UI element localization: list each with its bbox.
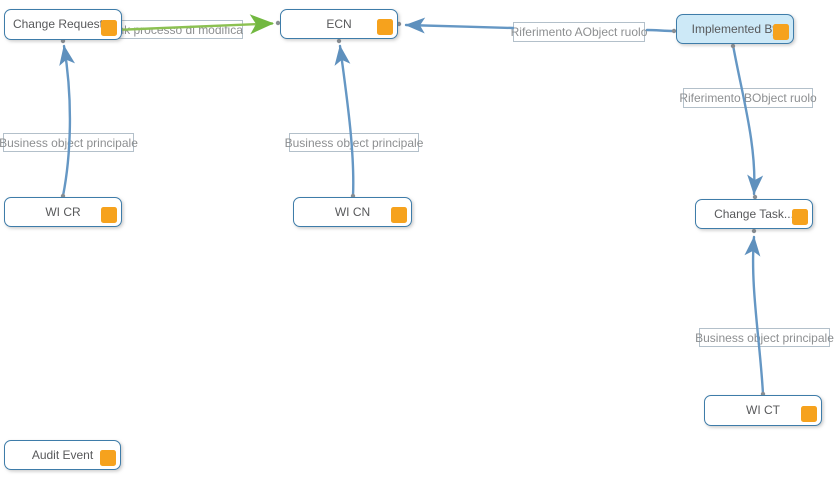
status-badge-icon xyxy=(773,24,789,40)
status-badge-icon xyxy=(100,450,116,466)
status-badge-icon xyxy=(101,207,117,223)
node-label: WI CR xyxy=(45,204,81,219)
node-ecn[interactable]: ECN xyxy=(280,9,398,39)
node-label: WI CT xyxy=(746,403,780,417)
node-label: Implemented By xyxy=(691,21,779,36)
node-wi-ct[interactable]: WI CT xyxy=(704,395,822,426)
node-change-task[interactable]: Change Task... xyxy=(695,199,813,229)
status-badge-icon xyxy=(101,20,117,36)
node-label: Change Request... xyxy=(12,17,114,31)
edge-label-wict-to-changetask[interactable]: Business object principale xyxy=(695,328,834,347)
node-label: Change Task... xyxy=(714,206,794,221)
node-label: Audit Event xyxy=(31,447,94,462)
node-wi-cr[interactable]: WI CR xyxy=(4,197,122,227)
edge-label-implementedby-to-ecn[interactable]: Riferimento AObject ruolo xyxy=(511,22,647,42)
node-audit-event[interactable]: Audit Event xyxy=(4,440,121,470)
node-wi-cn[interactable]: WI CN xyxy=(293,197,412,227)
status-badge-icon xyxy=(792,209,808,225)
status-badge-icon xyxy=(801,406,817,422)
status-badge-icon xyxy=(391,207,407,223)
node-change-request[interactable]: Change Request... xyxy=(4,9,122,40)
node-implemented-by[interactable]: Implemented By xyxy=(676,14,794,44)
status-badge-icon xyxy=(377,19,393,35)
node-label: ECN xyxy=(326,16,352,31)
node-label: WI CN xyxy=(334,204,371,219)
